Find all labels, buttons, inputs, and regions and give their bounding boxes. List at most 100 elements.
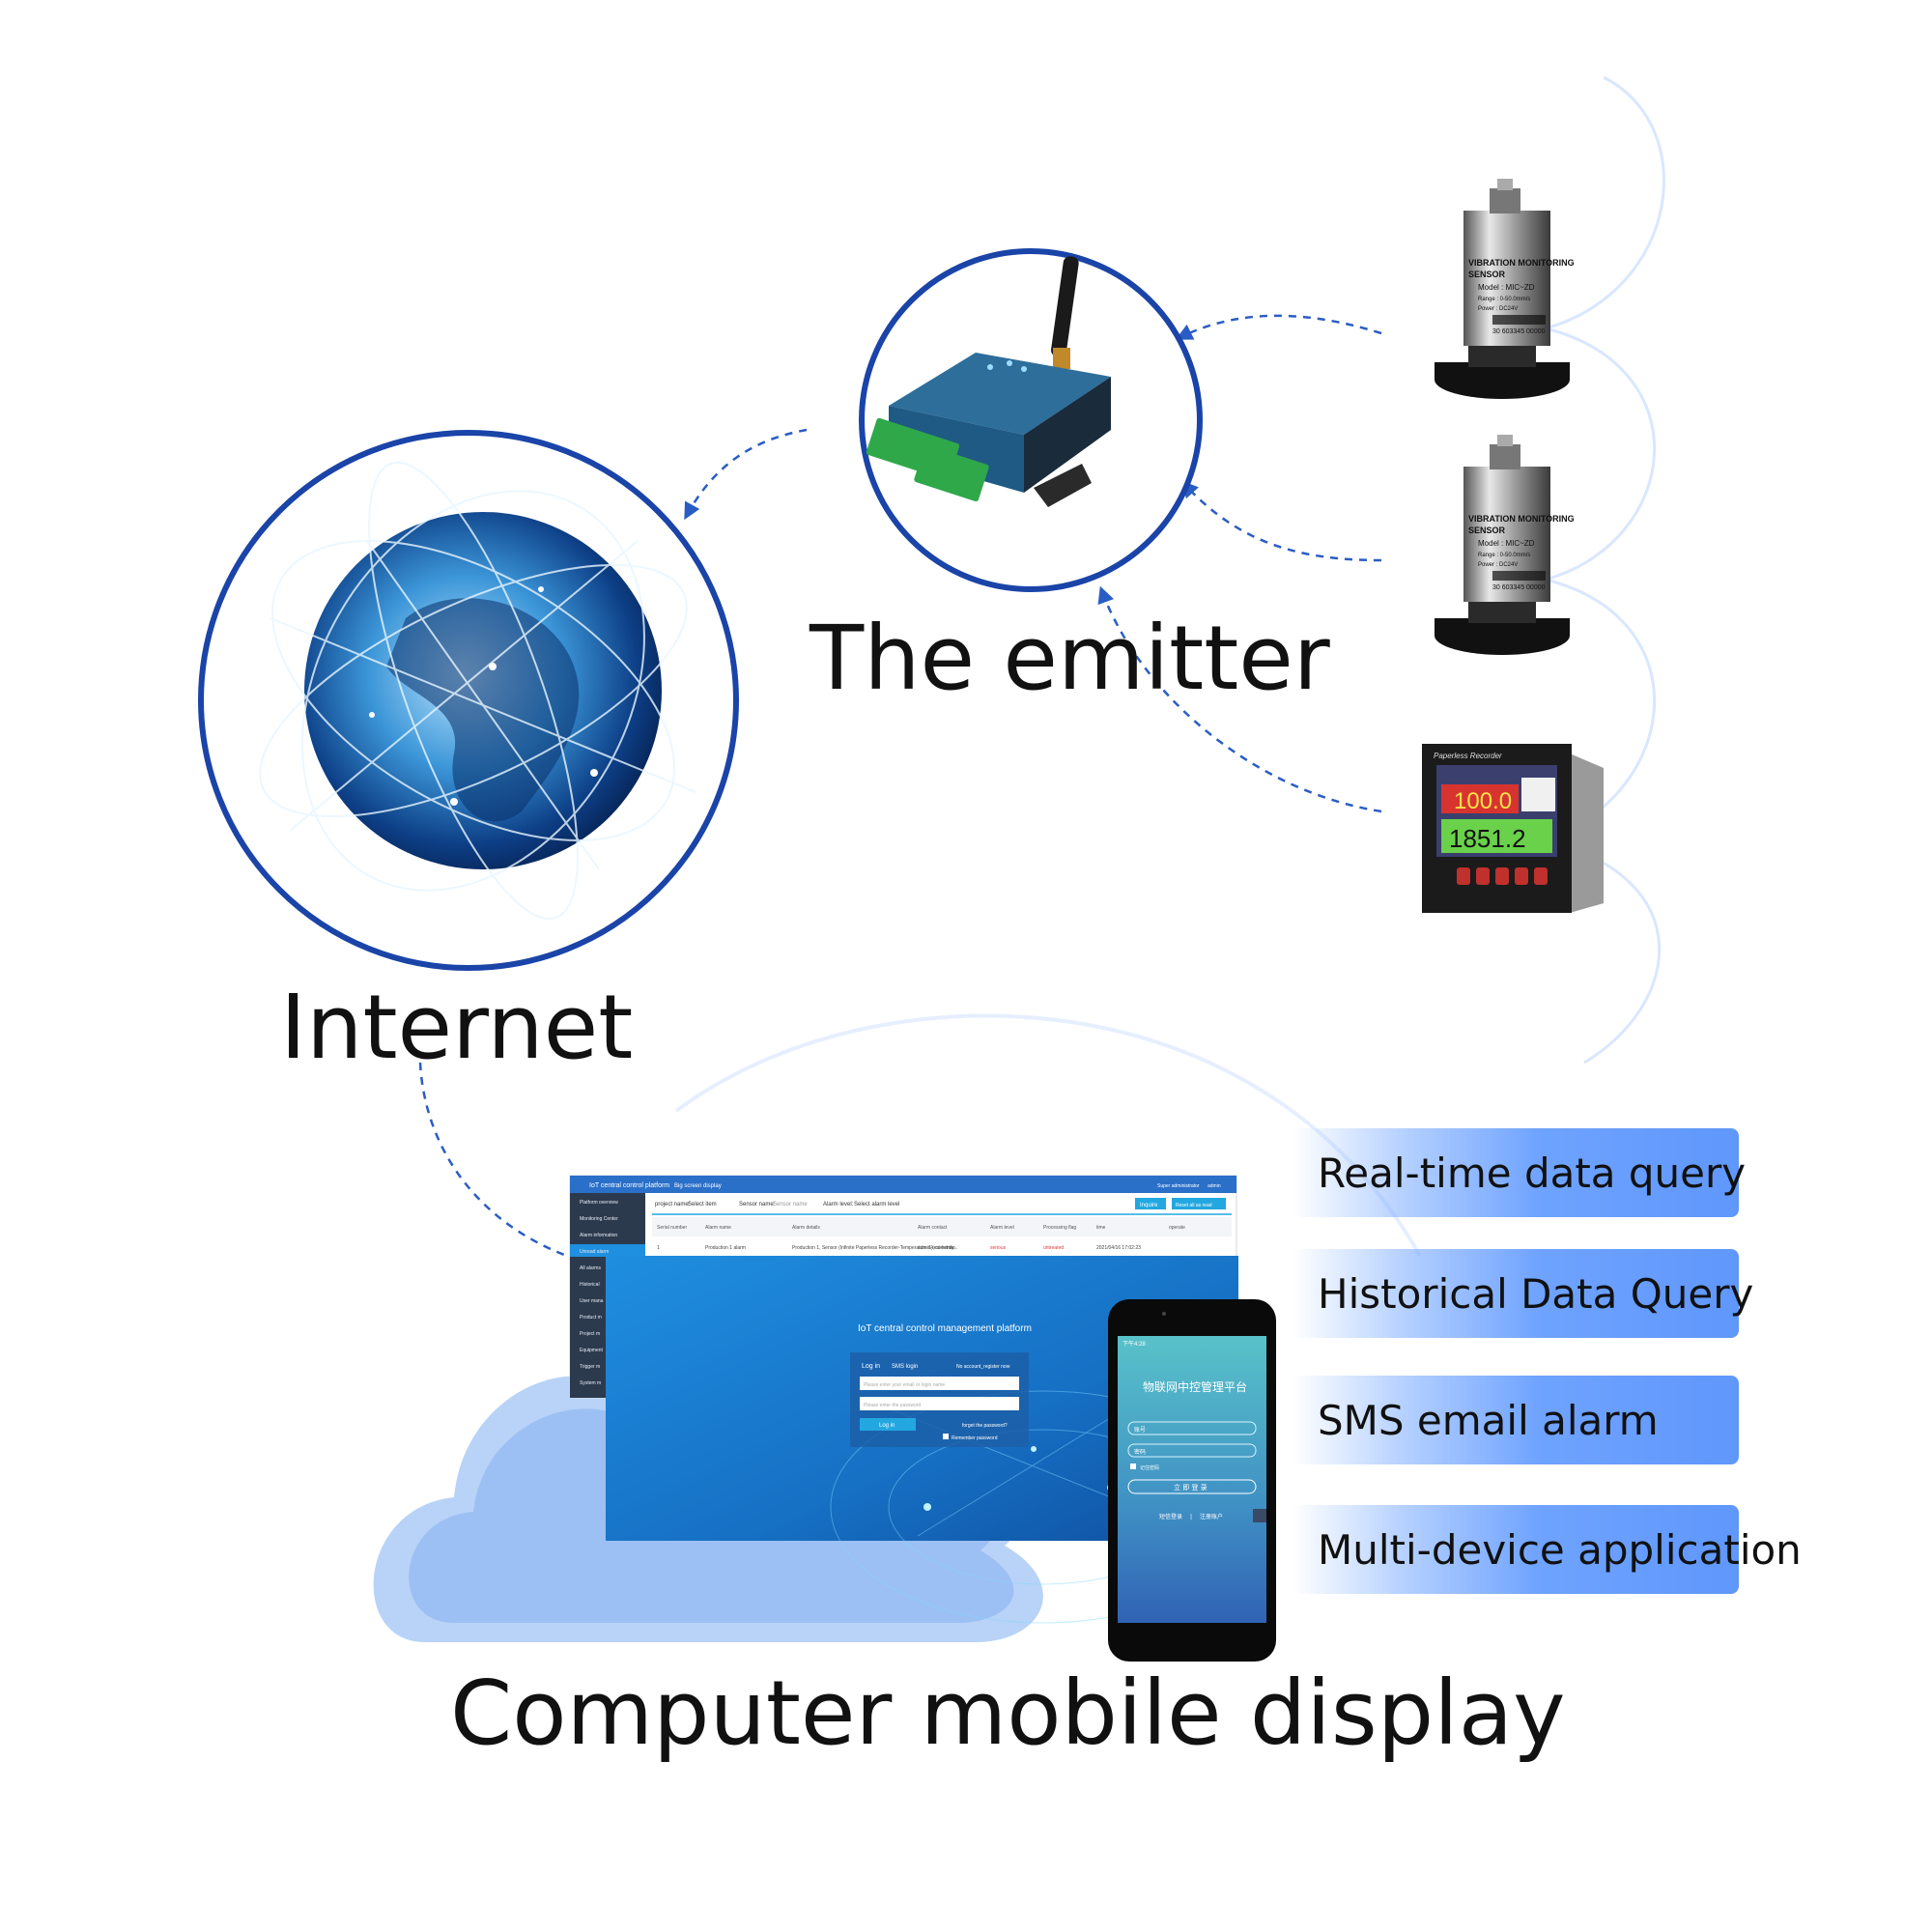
sensor-power: Power : DC24V — [1478, 562, 1518, 568]
filter-level-value[interactable]: Select alarm level — [854, 1202, 899, 1208]
internet-label: Internet — [280, 976, 634, 1079]
feature-multi-device: Multi-device application — [1293, 1505, 1802, 1594]
sidebar-menu-item[interactable]: Platform overview — [580, 1200, 618, 1206]
paperless-recorder: Paperless Recorder 100.0 1851.2 — [1422, 744, 1604, 913]
sidebar-menu-item[interactable]: Unread alarm — [580, 1249, 609, 1255]
display-label: Computer mobile display — [450, 1662, 1566, 1765]
password-input[interactable] — [860, 1397, 1019, 1410]
remember-label: Remember password — [952, 1435, 998, 1441]
table-header-cell: Alarm level — [990, 1225, 1014, 1231]
phone-password-input[interactable] — [1127, 1443, 1257, 1458]
recorder-value-1: 100.0 — [1454, 788, 1512, 814]
desktop-admin: admin — [1208, 1183, 1221, 1189]
sidebar-menu-item[interactable]: Alarm information — [580, 1233, 617, 1238]
feature-label: Historical Data Query — [1318, 1269, 1754, 1318]
sms-login-tab[interactable]: SMS login — [892, 1364, 918, 1370]
desktop-user: Super administrator — [1157, 1183, 1200, 1189]
phone-register-link[interactable]: 注册账户 — [1200, 1513, 1223, 1520]
login-tab[interactable]: Log in — [862, 1363, 880, 1370]
sensor-label-line1: VIBRATION MONITORING — [1468, 258, 1575, 268]
phone-separator: | — [1190, 1514, 1192, 1520]
filter-sensor-input[interactable]: Sensor name — [773, 1202, 808, 1208]
sensor-barcode: 30 603345 00000 — [1492, 584, 1546, 591]
phone-remember-label: 记住密码 — [1140, 1464, 1159, 1471]
phone-sms-login-link[interactable]: 短信登录 — [1159, 1513, 1182, 1520]
filter-project-value[interactable]: Select item — [688, 1202, 717, 1208]
globe-illustration — [198, 430, 739, 971]
feature-historical-query: Historical Data Query — [1293, 1249, 1753, 1338]
login-button-label: Log in — [879, 1423, 895, 1429]
sidebar-menu-item[interactable]: Equipment — [580, 1348, 604, 1353]
sidebar-menu-item[interactable]: All alarms — [580, 1265, 601, 1271]
emitter-device — [859, 248, 1203, 592]
login-button[interactable] — [860, 1418, 916, 1431]
phone-password-placeholder: 密码 — [1134, 1448, 1146, 1456]
reset-read-button[interactable] — [1172, 1198, 1226, 1209]
table-cell: 1 — [657, 1245, 660, 1251]
table-header-cell: time — [1096, 1225, 1106, 1231]
sensor-label-line2: SENSOR — [1468, 270, 1506, 279]
feature-label: Real-time data query — [1318, 1149, 1747, 1197]
table-cell: 2021/04/16 17:02:23 — [1096, 1245, 1141, 1251]
sidebar-menu-item[interactable]: Historical — [580, 1282, 600, 1288]
inquire-button-label: Inquire — [1140, 1203, 1158, 1208]
table-header-cell: operate — [1169, 1225, 1185, 1231]
forgot-password-link[interactable]: forget the password? — [962, 1423, 1008, 1429]
sidebar-menu-item[interactable]: Trigger m — [580, 1364, 600, 1370]
phone-account-input[interactable] — [1127, 1421, 1257, 1435]
email-input[interactable] — [860, 1377, 1019, 1390]
table-header-cell: Alarm name — [705, 1225, 731, 1231]
email-placeholder: Please enter your email or login name — [864, 1382, 945, 1388]
desktop-brand: IoT central control platform — [589, 1182, 669, 1189]
vibration-sensor-2: VIBRATION MONITORING SENSOR Model : MIC~… — [1435, 435, 1575, 655]
feature-label: SMS email alarm — [1318, 1396, 1659, 1444]
table-cell: serious — [990, 1245, 1007, 1251]
password-placeholder: Please enter the password — [864, 1403, 921, 1408]
sidebar-menu-item[interactable]: Monitoring Center — [580, 1216, 618, 1222]
sensor-label-line1: VIBRATION MONITORING — [1468, 514, 1575, 524]
sidebar-menu-item[interactable]: System m — [580, 1380, 601, 1386]
inquire-button[interactable] — [1135, 1198, 1166, 1209]
reset-read-button-label: Reset all as read — [1176, 1203, 1212, 1208]
remember-checkbox[interactable] — [943, 1434, 949, 1439]
login-title: IoT central control management platform — [858, 1323, 1032, 1334]
table-header-cell: Processing flag — [1043, 1225, 1076, 1231]
sidebar-menu-item[interactable]: User mana — [580, 1298, 604, 1304]
phone-menu-icon[interactable] — [1253, 1509, 1266, 1522]
table-cell: Production 1 alarm — [705, 1245, 746, 1251]
sensor-model: Model : MIC~ZD — [1478, 539, 1535, 548]
recorder-value-2: 1851.2 — [1449, 824, 1526, 853]
table-cell: untreated — [1043, 1245, 1064, 1251]
feature-label: Multi-device application — [1318, 1525, 1802, 1574]
sensor-barcode: 30 603345 00000 — [1492, 328, 1546, 335]
vibration-sensor-1: VIBRATION MONITORING SENSOR Model : MIC~… — [1435, 179, 1575, 399]
phone-login-label: 立 即 登 录 — [1174, 1483, 1208, 1492]
recorder-brand: Paperless Recorder — [1434, 752, 1502, 760]
sidebar-menu-item[interactable]: Project m — [580, 1331, 600, 1337]
sensor-range: Range : 0-50.0mm/s — [1478, 297, 1530, 302]
sensor-label-line2: SENSOR — [1468, 526, 1506, 535]
feature-sms-email-alarm: SMS email alarm — [1293, 1376, 1739, 1464]
phone-remember-checkbox[interactable] — [1130, 1463, 1136, 1469]
phone-login-button[interactable] — [1127, 1479, 1257, 1494]
phone-app-title: 物联网中控管理平台 — [1143, 1379, 1247, 1394]
table-cell: Production 1, Sensor (Infinite Paperless… — [792, 1245, 957, 1251]
mobile-phone: 下午4:28 物联网中控管理平台 账号 密码 记住密码 立 即 登 录 短信登录… — [1108, 1299, 1276, 1662]
desktop-topbar: Big screen display — [674, 1183, 722, 1189]
alarm-table-row[interactable]: 1 Production 1 alarm Production 1, Sensor … — [657, 1245, 1141, 1251]
sensor-model: Model : MIC~ZD — [1478, 283, 1535, 292]
filter-level-label: Alarm level: — [823, 1202, 854, 1208]
feature-realtime-query: Real-time data query — [1293, 1128, 1746, 1217]
sidebar-menu-item[interactable]: Product m — [580, 1315, 602, 1321]
emitter-label: The emitter — [810, 607, 1330, 710]
sensor-range: Range : 0-50.0mm/s — [1478, 553, 1530, 558]
sensor-power: Power : DC24V — [1478, 306, 1518, 312]
phone-status-time: 下午4:28 — [1122, 1340, 1146, 1348]
phone-account-placeholder: 账号 — [1134, 1426, 1146, 1434]
table-header-cell: Alarm details — [792, 1225, 820, 1231]
register-link[interactable]: No account_register now — [956, 1364, 1010, 1370]
filter-sensor-label: Sensor name: — [739, 1202, 776, 1208]
